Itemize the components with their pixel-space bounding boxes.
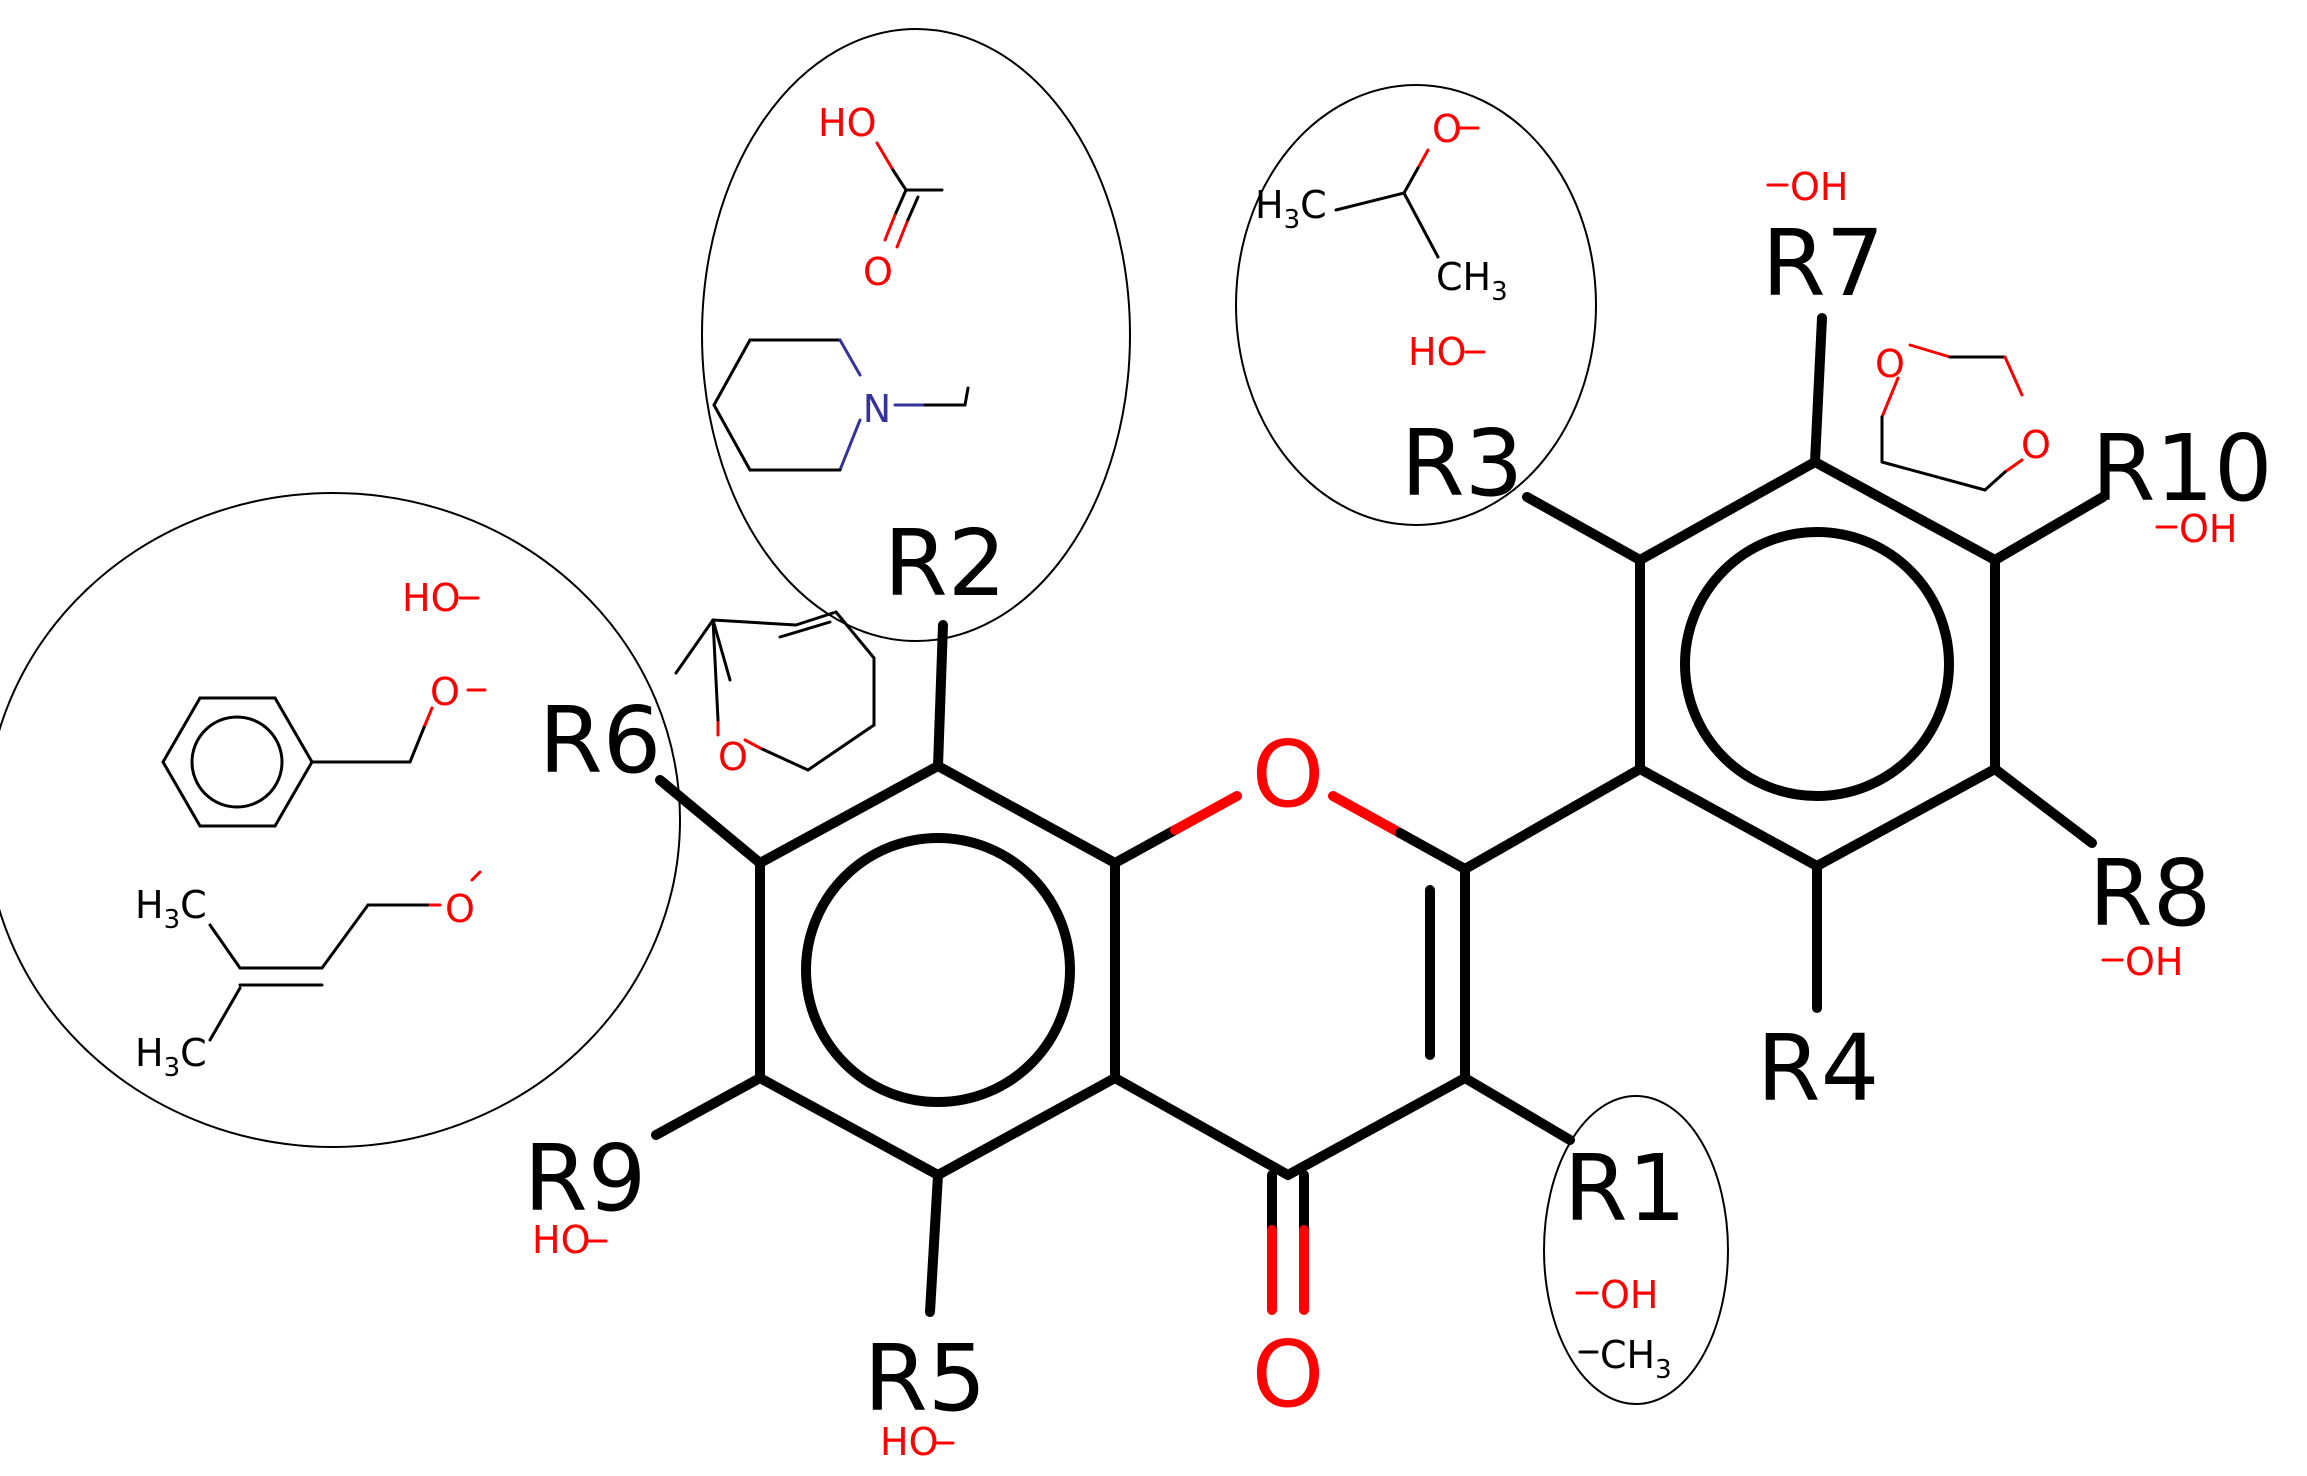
r6-h3c-bottom-label: H3C bbox=[135, 1031, 207, 1083]
r10-dioxole-fragment: O O bbox=[1875, 342, 2051, 492]
r2-piperidine-fragment: N bbox=[712, 338, 970, 472]
ring-b bbox=[1460, 457, 2000, 874]
carbonyl-oxygen-atom: O bbox=[1252, 1321, 1324, 1428]
r8-bond bbox=[1990, 764, 2097, 848]
r9-oh-option: HO bbox=[532, 1218, 590, 1262]
r6-hydroxy-option: HO bbox=[402, 576, 460, 620]
ring-b-aromatic-circle bbox=[1680, 527, 1954, 801]
r3-h3c-label: H3C bbox=[1255, 183, 1327, 235]
r9-label: R9 bbox=[524, 1125, 646, 1232]
r3-hydroxy-option: HO bbox=[1408, 330, 1466, 374]
r10-label: R10 bbox=[2092, 415, 2273, 522]
r6-h3c-top-label: H3C bbox=[135, 883, 207, 935]
svg-text:O: O bbox=[1432, 107, 1462, 151]
r8-label: R8 bbox=[2089, 840, 2211, 947]
r5-label: R5 bbox=[864, 1325, 986, 1432]
r1-ch3-option: CH3 bbox=[1600, 1333, 1672, 1385]
r8-oh-option: OH bbox=[2125, 940, 2183, 984]
r3-ch3-label: CH3 bbox=[1436, 255, 1508, 307]
r6-dimethylpyran-fragment: O bbox=[674, 610, 876, 779]
r7-label: R7 bbox=[1762, 210, 1884, 317]
r1-label: R1 bbox=[1564, 1135, 1686, 1242]
r6-benzyloxy-fragment: O bbox=[161, 670, 487, 828]
svg-text:O: O bbox=[445, 887, 475, 931]
r6-prenyloxy-fragment: H3C H3C O bbox=[135, 870, 482, 1083]
r3-isopropoxy-fragment: O H3C CH3 bbox=[1255, 107, 1508, 307]
r7-oh-option: OH bbox=[1790, 165, 1848, 209]
svg-text:O: O bbox=[1875, 342, 1905, 386]
ring-oxygen-atom: O bbox=[1252, 721, 1324, 828]
r1-bond bbox=[1460, 1073, 1575, 1145]
svg-text:N: N bbox=[863, 387, 891, 431]
r6-group-ellipse bbox=[0, 492, 681, 1148]
r6-label: R6 bbox=[539, 687, 661, 794]
r2-carboxyl-fragment: HO O bbox=[818, 101, 944, 294]
r10-bond bbox=[1990, 492, 2108, 565]
ring-a-aromatic-circle bbox=[801, 833, 1075, 1107]
svg-text:O: O bbox=[718, 735, 748, 779]
r5-bond bbox=[925, 1170, 943, 1317]
r9-bond bbox=[651, 1073, 765, 1140]
svg-text:O: O bbox=[863, 250, 893, 294]
svg-text:O: O bbox=[430, 670, 460, 714]
r2-group-ellipse bbox=[701, 28, 1131, 642]
r3-label: R3 bbox=[1401, 410, 1523, 517]
svg-text:O: O bbox=[2021, 423, 2051, 467]
r6-bond bbox=[655, 775, 765, 868]
r5-oh-option: HO bbox=[880, 1420, 938, 1464]
r10-oh-option: OH bbox=[2179, 507, 2237, 551]
r2-bond bbox=[933, 620, 948, 771]
svg-text:HO: HO bbox=[818, 101, 876, 145]
r3-bond bbox=[1522, 492, 1645, 565]
ring-c bbox=[1110, 791, 1470, 1315]
r4-label: R4 bbox=[1757, 1015, 1879, 1122]
r1-oh-option: OH bbox=[1600, 1273, 1658, 1317]
r3-group-ellipse bbox=[1235, 84, 1597, 526]
r2-label: R2 bbox=[884, 510, 1006, 617]
ring-a bbox=[755, 761, 1120, 1180]
r1-group-ellipse bbox=[1543, 1095, 1729, 1405]
r7-bond bbox=[1810, 313, 1827, 467]
